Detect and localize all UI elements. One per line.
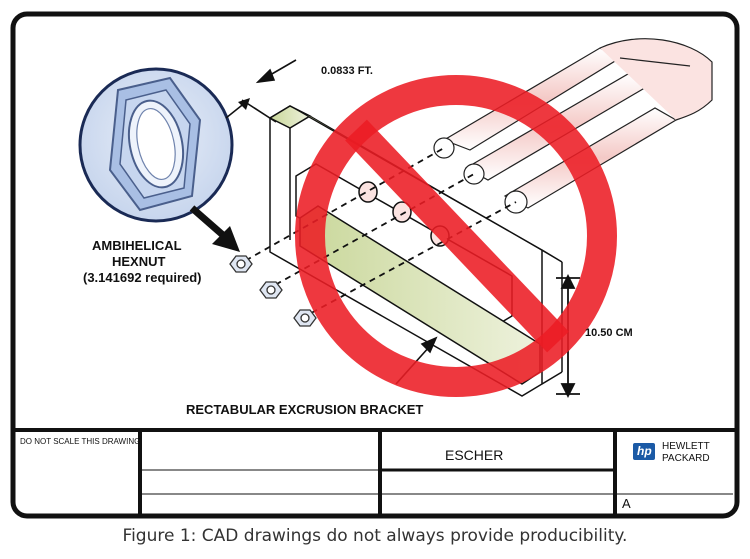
cad-drawing	[10, 11, 740, 519]
revision-label: A	[622, 496, 631, 511]
top-dimension	[241, 59, 297, 123]
scale-note: DO NOT SCALE THIS DRAWING	[20, 437, 141, 446]
drawing-name: ESCHER	[445, 447, 504, 463]
company-name-line1: HEWLETT	[662, 441, 710, 452]
arrow-to-nuts	[189, 205, 240, 252]
nut-detail-callout	[78, 67, 234, 223]
figure-caption: Figure 1: CAD drawings do not always pro…	[122, 526, 628, 546]
nut-quantity-label: (3.141692 required)	[83, 270, 202, 285]
title-block	[15, 428, 735, 514]
hp-logo-text: hp	[637, 444, 652, 458]
company-name-line2: PACKARD	[662, 453, 710, 464]
nut-title-line1: AMBIHELICAL	[92, 238, 182, 253]
prohibition-sign-icon	[295, 75, 617, 397]
bracket-name-label: RECTABULAR EXCRUSION BRACKET	[186, 402, 424, 417]
dimension-top-label: 0.0833 FT.	[321, 65, 373, 77]
dimension-side-label: 10.50 CM	[585, 327, 633, 339]
hp-logo-icon	[633, 443, 655, 460]
hexnut-parts	[229, 255, 317, 327]
nut-title-line2: HEXNUT	[112, 254, 166, 269]
